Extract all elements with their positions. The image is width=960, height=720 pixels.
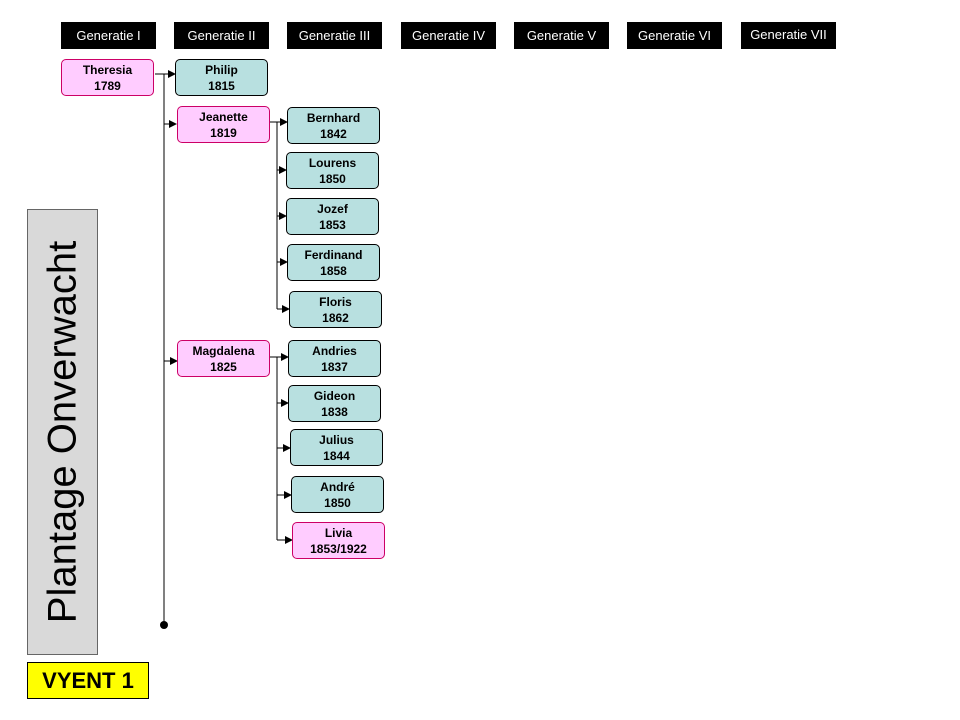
person-name: Gideon <box>313 389 356 403</box>
generation-header-4: Generatie IV <box>401 22 496 49</box>
generation-header-2: Generatie II <box>174 22 269 49</box>
generation-header-7: Generatie VII <box>741 22 836 49</box>
person-year: 1837 <box>321 360 348 374</box>
generation-header-5: Generatie V <box>514 22 609 49</box>
vyent-label: VYENT 1 <box>27 662 149 699</box>
person-year: 1853/1922 <box>310 542 367 556</box>
generation-header-3: Generatie III <box>287 22 382 49</box>
person-name: Ferdinand <box>304 248 363 262</box>
person-name: Theresia <box>82 63 133 77</box>
person-year: 1844 <box>323 449 350 463</box>
person-livia: Livia 1853/1922 <box>292 522 385 559</box>
person-theresia: Theresia 1789 <box>61 59 154 96</box>
person-name: Floris <box>319 295 352 309</box>
person-name: André <box>320 480 355 494</box>
person-year: 1789 <box>94 79 121 93</box>
person-name: Jozef <box>317 202 348 216</box>
person-name: Lourens <box>308 156 357 170</box>
person-year: 1858 <box>320 264 347 278</box>
person-bernhard: Bernhard 1842 <box>287 107 380 144</box>
person-name: Julius <box>319 433 354 447</box>
person-floris: Floris 1862 <box>289 291 382 328</box>
plantation-title: Plantage Onverwacht <box>40 240 84 624</box>
person-year: 1842 <box>320 127 347 141</box>
person-name: Andries <box>312 344 357 358</box>
person-year: 1815 <box>208 79 235 93</box>
person-lourens: Lourens 1850 <box>286 152 379 189</box>
person-ferdinand: Ferdinand 1858 <box>287 244 380 281</box>
generation-header-6: Generatie VI <box>627 22 722 49</box>
person-year: 1819 <box>210 126 237 140</box>
person-julius: Julius 1844 <box>290 429 383 466</box>
person-year: 1853 <box>319 218 346 232</box>
person-name: Jeanette <box>199 110 248 124</box>
person-year: 1850 <box>324 496 351 510</box>
person-year: 1850 <box>319 172 346 186</box>
person-gideon: Gideon 1838 <box>288 385 381 422</box>
person-andries: Andries 1837 <box>288 340 381 377</box>
person-year: 1838 <box>321 405 348 419</box>
person-andre: André 1850 <box>291 476 384 513</box>
person-philip: Philip 1815 <box>175 59 268 96</box>
person-jozef: Jozef 1853 <box>286 198 379 235</box>
person-name: Magdalena <box>192 344 255 358</box>
person-magdalena: Magdalena 1825 <box>177 340 270 377</box>
person-year: 1862 <box>322 311 349 325</box>
generation-header-1: Generatie I <box>61 22 156 49</box>
person-name: Philip <box>205 63 238 77</box>
sidebar-title-panel: Plantage Onverwacht <box>27 209 98 655</box>
person-year: 1825 <box>210 360 237 374</box>
person-name: Bernhard <box>306 111 361 125</box>
person-name: Livia <box>324 526 353 540</box>
person-jeanette: Jeanette 1819 <box>177 106 270 143</box>
